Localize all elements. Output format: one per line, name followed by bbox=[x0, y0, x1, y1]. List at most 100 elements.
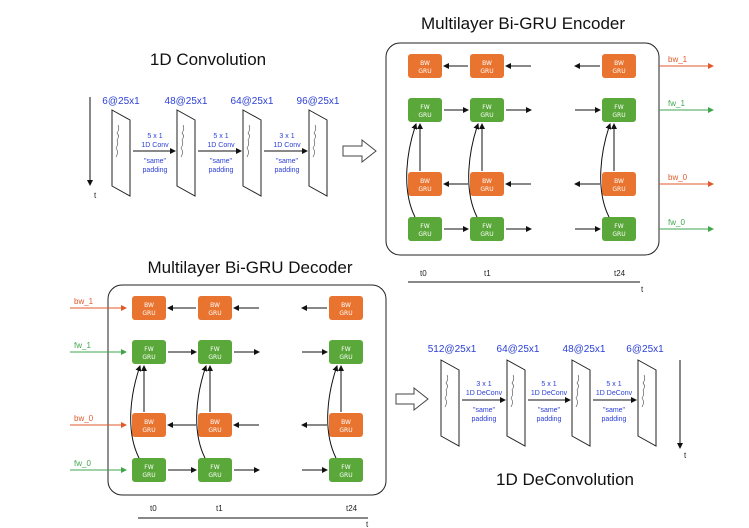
decoder-fw-r3-c0-gru: GRU bbox=[142, 472, 155, 479]
encoder-bw-r2-c2-gru: GRU bbox=[612, 186, 625, 193]
conv-op-2-size: 5 x 1 bbox=[213, 133, 228, 140]
decoder-bw-r0-c2-type: BW bbox=[341, 302, 351, 309]
encoder-bw-r0-c1-box bbox=[470, 54, 504, 78]
encoder-fw-r3-c0-box bbox=[408, 217, 442, 241]
decoder-bw-r2-c2-gru: GRU bbox=[339, 427, 352, 434]
encoder-fw-r1-c1-gru: GRU bbox=[480, 112, 493, 119]
conv-layer-2-dim: 48@25x1 bbox=[165, 96, 208, 107]
deconv-op-2-kind: 1D DeConv bbox=[531, 390, 568, 397]
decoder-time-axis-label: t bbox=[366, 520, 369, 528]
decoder-fw-r3-c2-gru: GRU bbox=[339, 472, 352, 479]
encoder-output-label-3: fw_0 bbox=[668, 218, 685, 227]
encoder-output-labels: bw_1fw_1bw_0fw_0 bbox=[659, 55, 714, 232]
encoder-title: Multilayer Bi-GRU Encoder bbox=[421, 14, 625, 33]
conv-op-2-pad2: padding bbox=[209, 167, 234, 174]
encoder-bw-r2-c0-gru: GRU bbox=[418, 186, 431, 193]
encoder-box bbox=[385, 42, 660, 256]
deconv-op-3-pad1: "same" bbox=[603, 407, 626, 414]
decoder-input-label-0: bw_1 bbox=[74, 297, 94, 306]
decoder-fw-r1-c0-gru: GRU bbox=[142, 354, 155, 361]
deconv-layer-3: 48@25x1 bbox=[563, 344, 606, 447]
encoder-bw-r0-c2-gru: GRU bbox=[612, 68, 625, 75]
encoder-fw-r1-c0-gru: GRU bbox=[418, 112, 431, 119]
deconv-op-3-kind: 1D DeConv bbox=[596, 390, 633, 397]
decoder-bw-r2-c2-type: BW bbox=[341, 419, 351, 426]
encoder-skip-c2 bbox=[600, 123, 612, 218]
encoder-bw-r2-c0-type: BW bbox=[420, 178, 430, 185]
decoder-box bbox=[107, 284, 387, 496]
decoder-fw-r3-c1-gru: GRU bbox=[208, 472, 221, 479]
conv-op-1-pad1: "same" bbox=[144, 158, 167, 165]
decoder-fw-r3-c1-box bbox=[198, 458, 232, 482]
decoder-input-label-2: bw_0 bbox=[74, 414, 94, 423]
encoder-fw-r3-c2-gru: GRU bbox=[612, 231, 625, 238]
encoder-fw-r1-c1-type: FW bbox=[482, 104, 491, 111]
encoder-bw-r2-c2-type: BW bbox=[614, 178, 624, 185]
decoder-bw-r0-c0-type: BW bbox=[144, 302, 154, 309]
encoder-bw-r2-c0-box bbox=[408, 172, 442, 196]
encoder-fw-r3-c1-type: FW bbox=[482, 223, 491, 230]
decoder-bw-r2-c0-gru: GRU bbox=[142, 427, 155, 434]
encoder-fw-r3-c2-box bbox=[602, 217, 636, 241]
encoder-bw-r0-c0-type: BW bbox=[420, 60, 430, 67]
deconv-op-1: 3 x 1 1D DeConv "same" padding bbox=[462, 381, 506, 423]
hollow-arrow-conv-to-encoder bbox=[342, 138, 377, 164]
encoder-time-axis-label: t bbox=[641, 285, 644, 294]
decoder-time-axis: t0 t1 t24 t bbox=[138, 504, 369, 528]
conv-op-2-pad1: "same" bbox=[210, 158, 233, 165]
encoder-bw-r0-c2-box bbox=[602, 54, 636, 78]
conv-layer-1-dim: 6@25x1 bbox=[102, 96, 140, 107]
deconv-title: 1D DeConvolution bbox=[496, 470, 634, 489]
conv-time-axis: t bbox=[87, 97, 97, 200]
encoder-fw-r3-c1-box bbox=[470, 217, 504, 241]
conv-layer-3: 64@25x1 bbox=[231, 96, 274, 197]
encoder-skip-c0 bbox=[406, 123, 418, 218]
deconv-op-3-size: 5 x 1 bbox=[606, 381, 621, 388]
deconv-op-2-pad2: padding bbox=[537, 416, 562, 423]
encoder-time-t1: t1 bbox=[484, 269, 491, 278]
conv-op-3-pad2: padding bbox=[275, 167, 300, 174]
encoder-fw-r1-c2-gru: GRU bbox=[612, 112, 625, 119]
deconv-op-3-pad2: padding bbox=[602, 416, 627, 423]
decoder-fw-r3-c0-box bbox=[132, 458, 166, 482]
deconv-op-1-pad1: "same" bbox=[473, 407, 496, 414]
encoder-fw-r1-c2-type: FW bbox=[614, 104, 623, 111]
conv-op-3-kind: 1D Conv bbox=[273, 142, 301, 149]
decoder-time-t24: t24 bbox=[346, 504, 358, 513]
encoder-bw-r0-c0-box bbox=[408, 54, 442, 78]
deconv-op-2-size: 5 x 1 bbox=[541, 381, 556, 388]
encoder-bw-r0-c1-type: BW bbox=[482, 60, 492, 67]
encoder-output-label-1: fw_1 bbox=[668, 99, 685, 108]
conv-op-1: 5 x 1 1D Conv "same" padding bbox=[133, 133, 176, 174]
decoder-fw-r3-c2-type: FW bbox=[341, 464, 350, 471]
decoder-cells: BWGRUBWGRUBWGRUFWGRUFWGRUFWGRUBWGRUBWGRU… bbox=[130, 296, 363, 482]
conv-op-2: 5 x 1 1D Conv "same" padding bbox=[198, 133, 242, 174]
encoder-bw-r2-c1-box bbox=[470, 172, 504, 196]
decoder-fw-r1-c0-box bbox=[132, 340, 166, 364]
encoder-output-label-2: bw_0 bbox=[668, 173, 688, 182]
decoder-input-label-1: fw_1 bbox=[74, 341, 91, 350]
decoder-bw-r2-c1-gru: GRU bbox=[208, 427, 221, 434]
encoder-bw-r2-c1-gru: GRU bbox=[480, 186, 493, 193]
hollow-arrow-decoder-to-deconv bbox=[395, 386, 429, 412]
deconv-layer-4: 6@25x1 bbox=[626, 344, 664, 447]
deconv-op-2: 5 x 1 1D DeConv "same" padding bbox=[528, 381, 571, 423]
decoder-fw-r1-c1-type: FW bbox=[210, 346, 219, 353]
decoder-fw-r1-c2-type: FW bbox=[341, 346, 350, 353]
decoder-bw-r2-c2-box bbox=[329, 413, 363, 437]
decoder-skip-c2 bbox=[327, 365, 339, 459]
